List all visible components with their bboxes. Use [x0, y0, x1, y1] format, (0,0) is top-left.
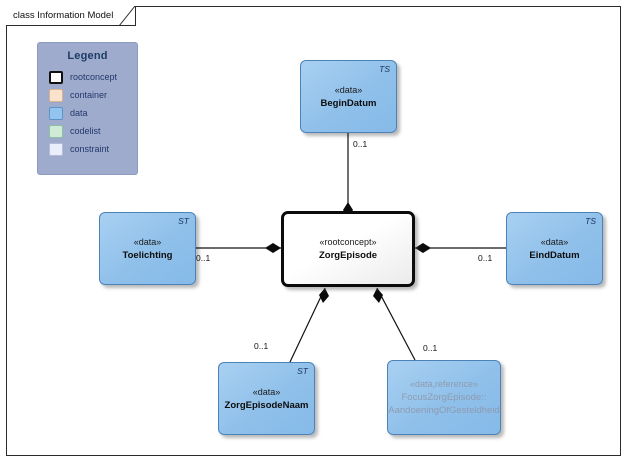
stereotype-zorgepisode: «rootconcept»	[319, 237, 377, 247]
class-node-begindatum[interactable]: TS «data» BeginDatum	[300, 60, 397, 133]
legend-label-data: data	[70, 108, 88, 118]
type-tag-zorgepisodenaam: ST	[297, 366, 308, 376]
legend-swatch-container	[49, 88, 63, 102]
multiplicity-top: 0..1	[353, 139, 368, 149]
legend-swatch-constraint	[49, 142, 63, 156]
multiplicity-left: 0..1	[196, 253, 211, 263]
type-tag-toelichting: ST	[178, 216, 189, 226]
legend-label-container: container	[70, 90, 108, 100]
diagram-title: class Information Model	[13, 10, 114, 21]
class-name-zorgepisodenaam: ZorgEpisodeNaam	[224, 399, 309, 411]
legend-list: rootconcept container data codelist cons…	[38, 68, 137, 158]
legend-item-rootconcept: rootconcept	[49, 68, 137, 86]
multiplicity-bottom-left: 0..1	[254, 341, 269, 351]
type-tag-einddatum: TS	[585, 216, 596, 226]
class-node-zorgepisode[interactable]: «rootconcept» ZorgEpisode	[281, 211, 415, 287]
frame-tab-corner-icon	[119, 6, 136, 26]
stereotype-einddatum: «data»	[540, 236, 569, 247]
class-name-begindatum: BeginDatum	[320, 97, 377, 109]
class-node-zorgepisodenaam[interactable]: ST «data» ZorgEpisodeNaam	[218, 362, 315, 435]
stereotype-begindatum: «data»	[334, 84, 363, 95]
legend-panel: Legend rootconcept container data codeli…	[37, 42, 138, 175]
stereotype-zorgepisodenaam: «data»	[252, 386, 281, 397]
class-node-toelichting[interactable]: ST «data» Toelichting	[99, 212, 196, 285]
legend-swatch-data	[49, 106, 63, 120]
class-name-focuszorgepisode-line2: AandoeningOfGesteldheid	[388, 405, 500, 416]
legend-item-constraint: constraint	[49, 140, 137, 158]
legend-item-container: container	[49, 86, 137, 104]
legend-item-codelist: codelist	[49, 122, 137, 140]
multiplicity-bottom-right: 0..1	[423, 343, 438, 353]
type-tag-begindatum: TS	[379, 64, 390, 74]
legend-swatch-rootconcept	[49, 70, 63, 84]
class-name-einddatum: EindDatum	[529, 249, 580, 261]
class-name-toelichting: Toelichting	[122, 249, 173, 261]
legend-label-rootconcept: rootconcept	[70, 72, 118, 82]
class-node-einddatum[interactable]: TS «data» EindDatum	[506, 212, 603, 285]
stereotype-toelichting: «data»	[133, 236, 162, 247]
legend-item-data: data	[49, 104, 137, 122]
legend-label-constraint: constraint	[70, 144, 110, 154]
class-node-focuszorgepisode[interactable]: «data,reference» FocusZorgEpisode:: Aand…	[387, 360, 501, 435]
stereotype-focuszorgepisode: «data,reference»	[409, 379, 479, 389]
legend-title: Legend	[67, 50, 108, 62]
diagram-frame-tab: class Information Model	[6, 6, 137, 26]
legend-swatch-codelist	[49, 124, 63, 138]
class-name-zorgepisode: ZorgEpisode	[318, 250, 378, 261]
class-name-focuszorgepisode-line1: FocusZorgEpisode::	[401, 392, 487, 403]
legend-label-codelist: codelist	[70, 126, 101, 136]
multiplicity-right: 0..1	[478, 253, 493, 263]
